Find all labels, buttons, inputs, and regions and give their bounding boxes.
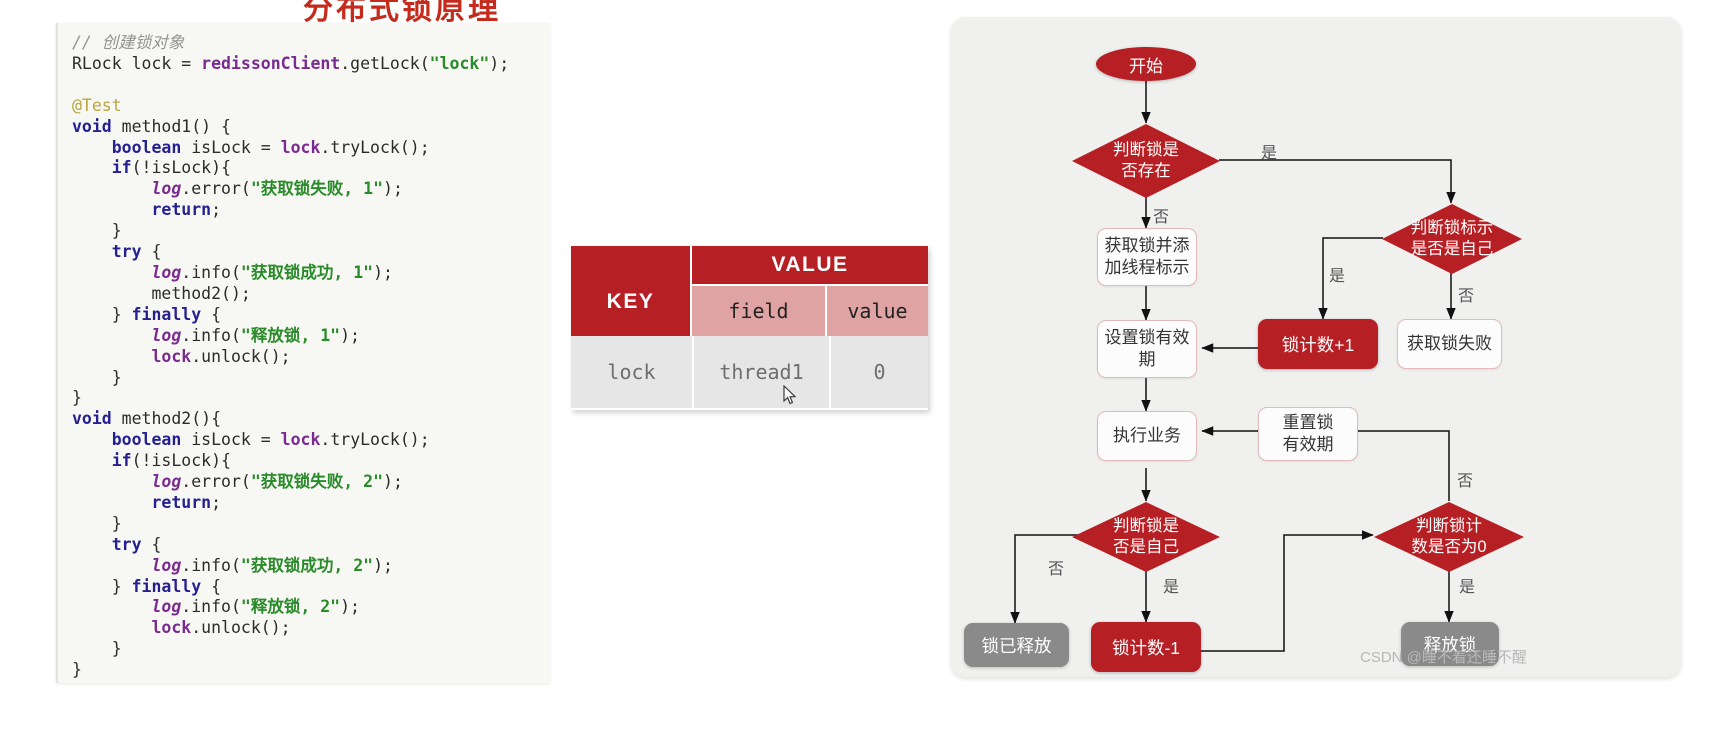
flowchart-edges <box>1010 80 1456 652</box>
edge-label-self-top-yes: 是 <box>1329 268 1346 285</box>
table-header-row: KEY VALUE field value <box>571 246 928 336</box>
node-lock-released: 锁已释放 <box>964 623 1069 667</box>
node-count-is-zero: 判断锁计 数是否为0 <box>1373 501 1525 573</box>
node-is-self-top: 判断锁标示 是否是自己 <box>1381 203 1523 275</box>
value-column-group: VALUE field value <box>692 246 928 336</box>
edge-label-self-top-no: 否 <box>1458 288 1475 305</box>
sub-header-row: field value <box>692 286 928 336</box>
node-release-lock: 释放锁 <box>1401 622 1499 666</box>
diamond-shape <box>1382 204 1522 274</box>
value-column-header: VALUE <box>692 246 928 286</box>
node-set-ttl: 设置锁有效 期 <box>1097 320 1197 378</box>
cell-value: 0 <box>831 336 928 408</box>
diamond-shape <box>1072 502 1220 572</box>
edge-label-self-bot-yes: 是 <box>1163 579 1180 596</box>
node-reset-ttl: 重置锁 有效期 <box>1258 407 1358 461</box>
cell-key: lock <box>571 336 694 408</box>
flowchart-panel: 开始 判断锁是 否存在 获取锁并添 加线程标示 设置锁有效 期 判断锁标示 是否… <box>951 17 1681 677</box>
value-sub-header: value <box>827 286 928 336</box>
edge-label-exists-no: 否 <box>1153 209 1170 226</box>
diamond-shape <box>1374 502 1524 572</box>
edge-label-exists-yes: 是 <box>1261 145 1278 162</box>
node-lock-exists: 判断锁是 否存在 <box>1071 123 1221 199</box>
csdn-watermark: CSDN @睡不着还睡不醒 <box>1360 649 1527 666</box>
code-panel: // 创建锁对象 RLock lock = redissonClient.get… <box>56 23 550 683</box>
node-start: 开始 <box>1096 47 1196 81</box>
node-count-plus: 锁计数+1 <box>1258 319 1378 369</box>
key-column-header: KEY <box>571 246 692 336</box>
code-block: // 创建锁对象 RLock lock = redissonClient.get… <box>72 33 510 680</box>
field-sub-header: field <box>692 286 827 336</box>
node-acquire-fail: 获取锁失败 <box>1397 319 1502 369</box>
edge-label-zero-no: 否 <box>1457 473 1474 490</box>
node-count-minus: 锁计数-1 <box>1091 622 1201 672</box>
table-row: lock thread1 0 <box>571 336 928 408</box>
edge-label-zero-yes: 是 <box>1459 579 1476 596</box>
mouse-cursor-icon <box>783 385 797 405</box>
edge-label-self-bot-no: 否 <box>1048 561 1065 578</box>
diamond-shape <box>1072 124 1220 198</box>
node-is-self-bottom: 判断锁是 否是自己 <box>1071 501 1221 573</box>
cell-field: thread1 <box>694 336 831 408</box>
node-acquire-lock: 获取锁并添 加线程标示 <box>1097 228 1197 286</box>
node-do-business: 执行业务 <box>1097 411 1197 461</box>
page-title: 分布式锁原理 <box>303 0 501 26</box>
redis-hash-table: KEY VALUE field value lock thread1 0 <box>571 246 928 410</box>
